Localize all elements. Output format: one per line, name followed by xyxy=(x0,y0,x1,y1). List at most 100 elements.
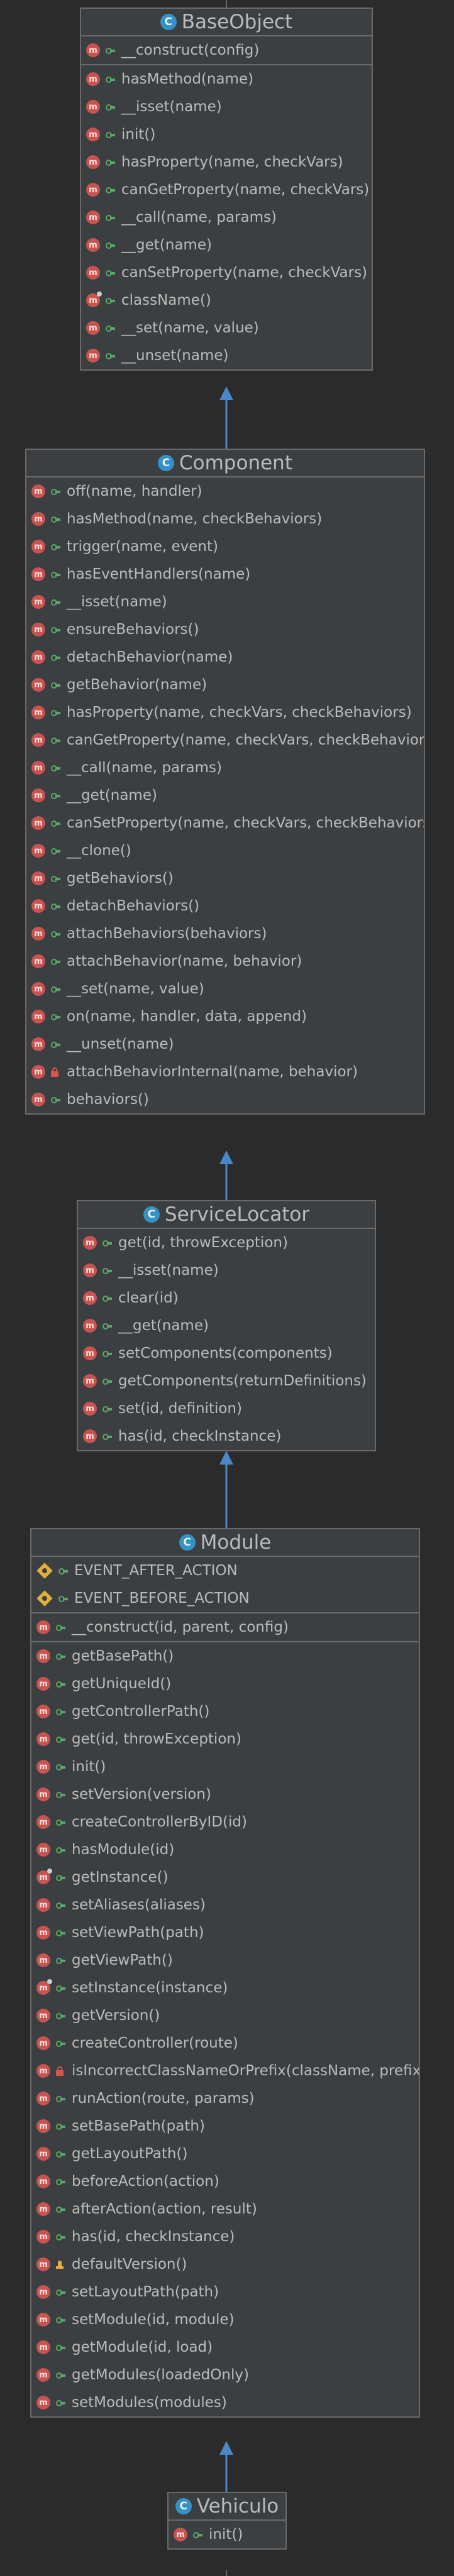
public-visibility-icon xyxy=(54,1955,65,1966)
constant-field-icon xyxy=(36,1590,53,1607)
method-row[interactable]: m__get(name) xyxy=(81,231,372,259)
method-row[interactable]: m__call(name, params) xyxy=(81,204,372,231)
public-visibility-icon xyxy=(49,956,60,967)
method-row[interactable]: m__get(name) xyxy=(78,1312,375,1340)
method-row[interactable]: m__set(name, value) xyxy=(26,975,424,1003)
field-name: EVENT_BEFORE_ACTION xyxy=(74,1590,250,1607)
method-icon: m xyxy=(83,1263,97,1277)
method-row[interactable]: m__clone() xyxy=(26,837,424,865)
method-signature: __unset(name) xyxy=(67,1036,174,1052)
method-row[interactable]: m__construct(id, parent, config) xyxy=(31,1613,419,1641)
module-arrowhead xyxy=(219,2441,233,2455)
method-row[interactable]: m__unset(name) xyxy=(26,1030,424,1058)
public-visibility-icon xyxy=(54,1789,65,1800)
method-row[interactable]: m__isset(name) xyxy=(81,93,372,121)
method-row[interactable]: m__call(name, params) xyxy=(26,754,424,782)
class-box-module[interactable]: C Module EVENT_AFTER_ACTION EVENT_BEFORE… xyxy=(30,1528,420,2418)
public-visibility-icon xyxy=(57,1593,68,1604)
method-icon: m xyxy=(31,706,45,719)
public-visibility-icon xyxy=(191,2529,202,2540)
field-row[interactable]: EVENT_BEFORE_ACTION xyxy=(31,1585,419,1612)
method-signature: init() xyxy=(72,1759,106,1775)
method-row[interactable]: m__set(name, value) xyxy=(81,314,372,342)
method-icon: m xyxy=(31,1065,45,1079)
method-signature: setBasePath(path) xyxy=(72,2118,205,2134)
class-icon: C xyxy=(143,1206,160,1223)
method-icon: m xyxy=(83,1236,97,1250)
public-visibility-icon xyxy=(49,790,60,801)
method-signature: setModules(modules) xyxy=(72,2394,227,2411)
field-row[interactable]: EVENT_AFTER_ACTION xyxy=(31,1557,419,1585)
method-row[interactable]: m__construct(config) xyxy=(81,36,372,64)
method-icon: m xyxy=(86,72,100,86)
method-row[interactable]: m__isset(name) xyxy=(78,1257,375,1284)
method-signature: getBasePath() xyxy=(72,1648,174,1664)
method-row[interactable]: m__unset(name) xyxy=(81,342,372,369)
method-row[interactable]: m__get(name) xyxy=(26,782,424,809)
method-row[interactable]: m__isset(name) xyxy=(26,588,424,616)
